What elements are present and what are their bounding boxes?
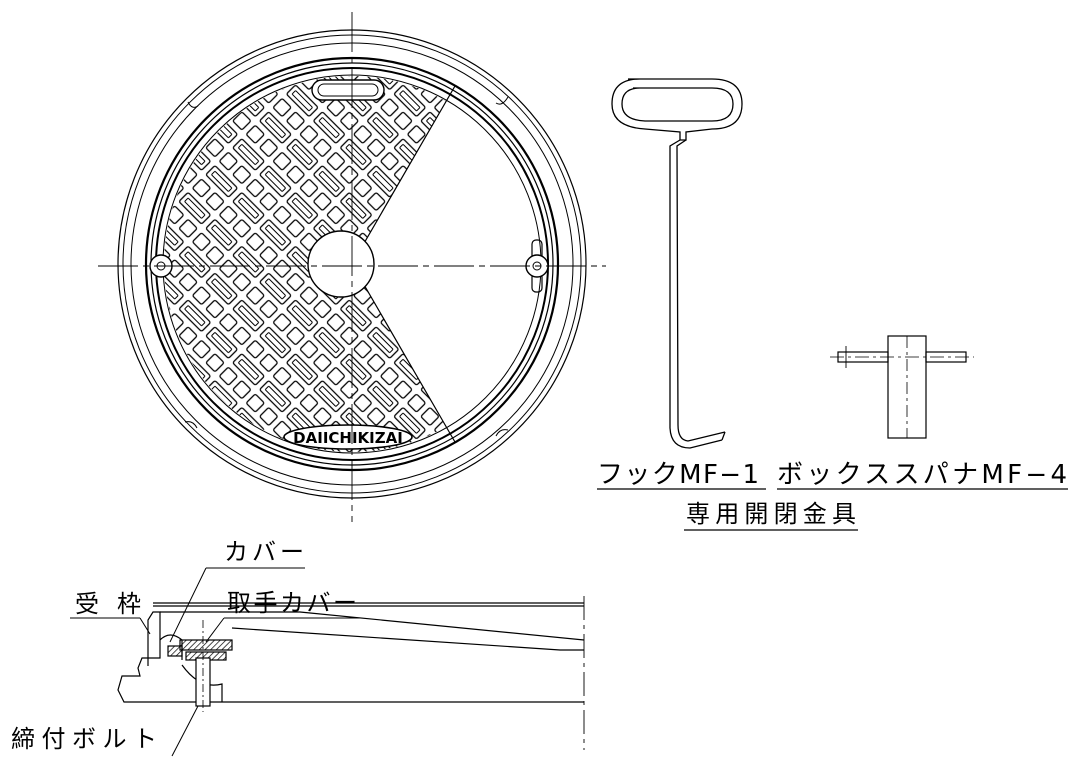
brand-text: DAIICHIKIZAI [293, 429, 403, 447]
bolt-shaft [195, 657, 211, 707]
hook-tool [611, 78, 743, 449]
hook-label: フックMF−1 [597, 460, 759, 490]
handle-slot [311, 79, 385, 101]
spanner-label: ボックススパナMF−4 [777, 460, 1067, 490]
section-labels: カバー 受枠 取手カバー 締付ボルト [11, 538, 360, 757]
tool-labels: フックMF−1 ボックススパナMF−4 専用開閉金具 [597, 460, 1068, 531]
tools-caption: 専用開閉金具 [686, 500, 856, 528]
section-view [117, 596, 585, 750]
bolt-label: 締付ボルト [11, 725, 157, 753]
brand-plate [283, 424, 413, 450]
cover-label: カバー [224, 538, 304, 566]
manhole-plan-view: DAIICHIKIZAI [98, 12, 606, 522]
frame-label: 受枠 [75, 590, 141, 618]
box-spanner-tool [830, 335, 974, 439]
center-boss [307, 230, 375, 298]
handle-cover-label: 取手カバー [227, 589, 357, 617]
